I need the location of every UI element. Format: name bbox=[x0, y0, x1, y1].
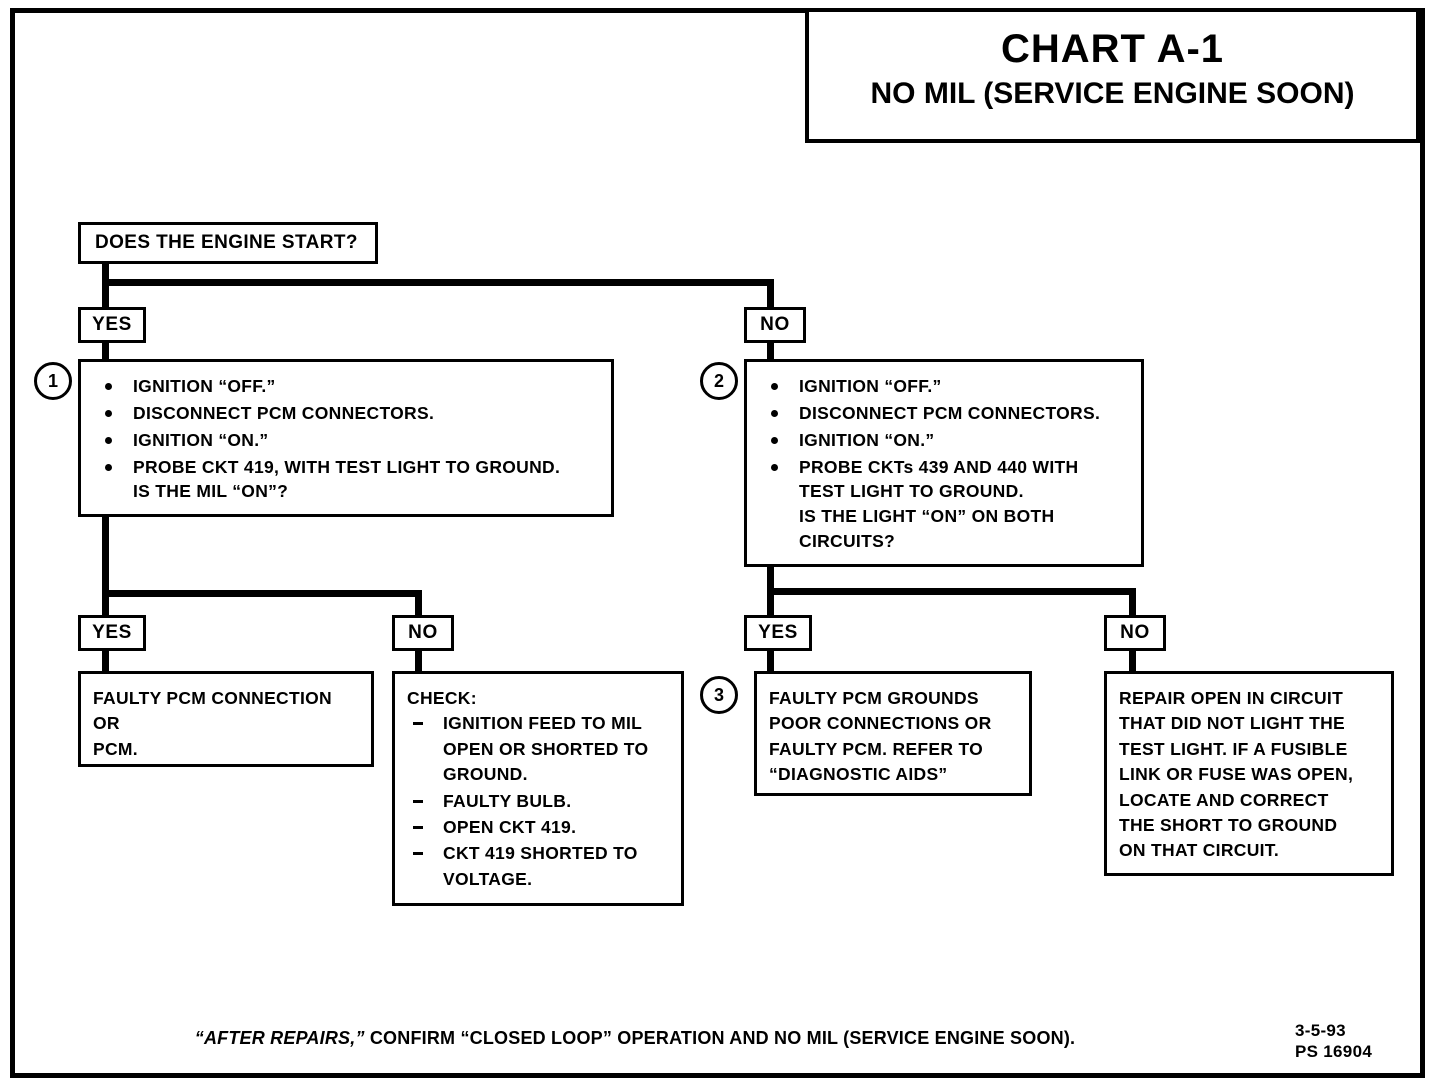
list-item: PROBE CKTs 439 AND 440 WITH TEST LIGHT T… bbox=[757, 455, 1131, 554]
result-box-check-list: CHECK: IGNITION FEED TO MIL OPEN OR SHOR… bbox=[392, 671, 684, 906]
chart-subtitle: NO MIL (SERVICE ENGINE SOON) bbox=[870, 77, 1355, 110]
bullet-dot-icon bbox=[771, 409, 778, 417]
list-item: DISCONNECT PCM CONNECTORS. bbox=[757, 401, 1131, 426]
footer-note-rest: CONFIRM “CLOSED LOOP” OPERATION AND NO M… bbox=[364, 1028, 1076, 1048]
step-marker-2: 2 bbox=[700, 362, 738, 400]
connector-no1-to-result bbox=[415, 651, 422, 673]
branch-label-text: NO bbox=[1120, 622, 1150, 643]
list-item: IGNITION “ON.” bbox=[91, 428, 601, 453]
part-number: PS 16904 bbox=[1295, 1042, 1373, 1062]
bullet-dot-icon bbox=[105, 463, 112, 471]
footer-note-emphasis: “AFTER REPAIRS,” bbox=[194, 1028, 365, 1048]
branch-label-no-step2: NO bbox=[1104, 615, 1166, 651]
branch-label-text: YES bbox=[758, 622, 798, 643]
branch-label-no-step1: NO bbox=[392, 615, 454, 651]
list-item: IGNITION “OFF.” bbox=[757, 374, 1131, 399]
connector-yes1-to-result bbox=[102, 651, 109, 673]
connector-no-to-step2 bbox=[767, 343, 774, 361]
branch-label-text: YES bbox=[92, 622, 132, 643]
result-box-faulty-pcm-grounds: FAULTY PCM GROUNDS POOR CONNECTIONS OR F… bbox=[754, 671, 1032, 796]
bullet-dot-icon bbox=[105, 409, 112, 417]
question-text: DOES THE ENGINE START? bbox=[95, 232, 358, 253]
dash-bullet-icon bbox=[413, 799, 423, 803]
bullet-dot-icon bbox=[771, 436, 778, 444]
dash-bullet-icon bbox=[413, 722, 423, 726]
list-item: IGNITION “OFF.” bbox=[91, 374, 601, 399]
bullet-dot-icon bbox=[105, 436, 112, 444]
result-box-repair-open-circuit: REPAIR OPEN IN CIRCUIT THAT DID NOT LIGH… bbox=[1104, 671, 1394, 876]
step-box-1: IGNITION “OFF.” DISCONNECT PCM CONNECTOR… bbox=[78, 359, 614, 517]
result-box-faulty-pcm-connection: FAULTY PCM CONNECTION OR PCM. bbox=[78, 671, 374, 767]
check-item-list: IGNITION FEED TO MIL OPEN OR SHORTED TO … bbox=[407, 711, 671, 892]
bullet-dot-icon bbox=[771, 463, 778, 471]
branch-label-text: NO bbox=[408, 622, 438, 643]
footer-note: “AFTER REPAIRS,” CONFIRM “CLOSED LOOP” O… bbox=[0, 1028, 1270, 1049]
connector-yes-to-step1 bbox=[102, 343, 109, 361]
step-marker-3: 3 bbox=[700, 676, 738, 714]
branch-label-no-top: NO bbox=[744, 307, 806, 343]
list-item: FAULTY BULB. bbox=[407, 789, 671, 814]
branch-label-yes-step1: YES bbox=[78, 615, 146, 651]
check-heading: CHECK: bbox=[407, 688, 477, 708]
dash-bullet-icon bbox=[413, 825, 423, 829]
connector-step2-no-down bbox=[1129, 588, 1136, 615]
step-box-2: IGNITION “OFF.” DISCONNECT PCM CONNECTOR… bbox=[744, 359, 1144, 567]
connector-step1-horizontal bbox=[102, 590, 422, 597]
list-item: IGNITION “ON.” bbox=[757, 428, 1131, 453]
list-item: IGNITION FEED TO MIL OPEN OR SHORTED TO … bbox=[407, 711, 671, 787]
branch-label-yes-step2: YES bbox=[744, 615, 812, 651]
page-border bbox=[10, 8, 1425, 1078]
step-marker-number: 1 bbox=[47, 370, 58, 391]
connector-yes2-to-result bbox=[767, 651, 774, 673]
chart-title: CHART A-1 bbox=[1000, 27, 1225, 71]
list-item: PROBE CKT 419, WITH TEST LIGHT TO GROUND… bbox=[91, 455, 601, 505]
list-item: OPEN CKT 419. bbox=[407, 815, 671, 840]
revision-stamp: 3-5-93 PS 16904 bbox=[1295, 1020, 1372, 1063]
branch-label-yes-top: YES bbox=[78, 307, 146, 343]
list-item: DISCONNECT PCM CONNECTORS. bbox=[91, 401, 601, 426]
connector-step1-no-down bbox=[415, 590, 422, 615]
bullet-dot-icon bbox=[771, 383, 778, 390]
step2-bullet-list: IGNITION “OFF.” DISCONNECT PCM CONNECTOR… bbox=[757, 374, 1131, 554]
step-marker-number: 3 bbox=[713, 684, 724, 705]
dash-bullet-icon bbox=[413, 852, 423, 856]
connector-no2-to-result bbox=[1129, 651, 1136, 673]
step-marker-number: 2 bbox=[713, 370, 724, 391]
branch-label-text: YES bbox=[92, 314, 132, 335]
revision-date: 3-5-93 bbox=[1295, 1021, 1346, 1040]
connector-step1-down bbox=[102, 517, 109, 597]
connector-to-no-down bbox=[767, 279, 774, 307]
chart-title-box: CHART A-1 NO MIL (SERVICE ENGINE SOON) bbox=[805, 8, 1420, 143]
bullet-dot-icon bbox=[105, 383, 112, 390]
connector-step2-horizontal bbox=[767, 588, 1136, 595]
branch-label-text: NO bbox=[760, 314, 790, 335]
connector-to-yes-down bbox=[102, 279, 109, 307]
step1-bullet-list: IGNITION “OFF.” DISCONNECT PCM CONNECTOR… bbox=[91, 374, 601, 504]
step-marker-1: 1 bbox=[34, 362, 72, 400]
question-box-engine-start: DOES THE ENGINE START? bbox=[78, 222, 378, 264]
connector-question-down bbox=[102, 264, 109, 286]
connector-question-horizontal bbox=[102, 279, 774, 286]
connector-step1-yes-down bbox=[102, 590, 109, 615]
list-item: CKT 419 SHORTED TO VOLTAGE. bbox=[407, 841, 671, 892]
